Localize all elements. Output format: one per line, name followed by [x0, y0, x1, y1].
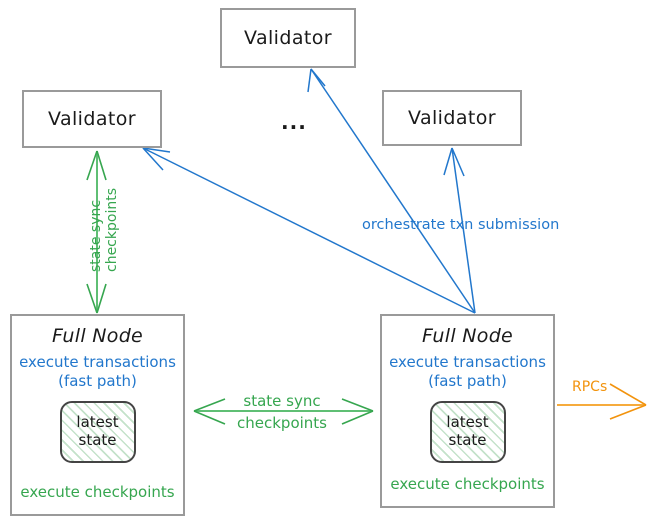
full-node-right-state-line1: latest: [446, 413, 489, 432]
validator-top-box[interactable]: Validator: [220, 8, 356, 68]
full-node-left-execute-transactions: execute transactions (fast path): [19, 353, 176, 391]
full-node-left-state-line2: state: [78, 430, 117, 449]
vertical-checkpoints-label: checkpoints: [104, 188, 120, 272]
full-node-left-execute-line1: execute transactions: [19, 353, 176, 371]
full-node-left-box[interactable]: Full Node execute transactions (fast pat…: [10, 314, 185, 516]
full-node-left-title: Full Node: [51, 325, 144, 347]
validator-left-box[interactable]: Validator: [22, 90, 162, 148]
full-node-right-execute-checkpoints: execute checkpoints: [390, 475, 545, 493]
full-node-right-execute-transactions: execute transactions (fast path): [389, 353, 546, 391]
orchestrate-txn-submission-label: orchestrate txn submission: [362, 217, 560, 233]
validator-right-label: Validator: [408, 107, 496, 129]
full-node-right-title: Full Node: [421, 325, 514, 347]
validator-left-label: Validator: [48, 108, 136, 130]
rpcs-label: RPCs: [572, 379, 608, 395]
full-node-right-box[interactable]: Full Node execute transactions (fast pat…: [380, 314, 555, 508]
full-node-right-latest-state-chip: latest state: [429, 400, 506, 463]
vertical-state-sync-label: state sync: [88, 199, 104, 272]
ellipsis-more-validators: ...: [281, 110, 307, 134]
full-node-right-state-line2: state: [448, 430, 487, 449]
full-node-left-latest-state-chip: latest state: [59, 400, 136, 463]
center-checkpoints-label: checkpoints: [237, 414, 327, 432]
center-state-sync-label: state sync: [243, 392, 321, 410]
full-node-right-execute-line2: (fast path): [428, 371, 507, 390]
full-node-left-execute-checkpoints: execute checkpoints: [20, 483, 175, 501]
full-node-right-execute-line1: execute transactions: [389, 353, 546, 371]
validator-right-box[interactable]: Validator: [382, 90, 522, 146]
validator-top-label: Validator: [244, 27, 332, 49]
full-node-left-state-line1: latest: [76, 413, 119, 432]
full-node-left-execute-line2: (fast path): [58, 371, 137, 390]
